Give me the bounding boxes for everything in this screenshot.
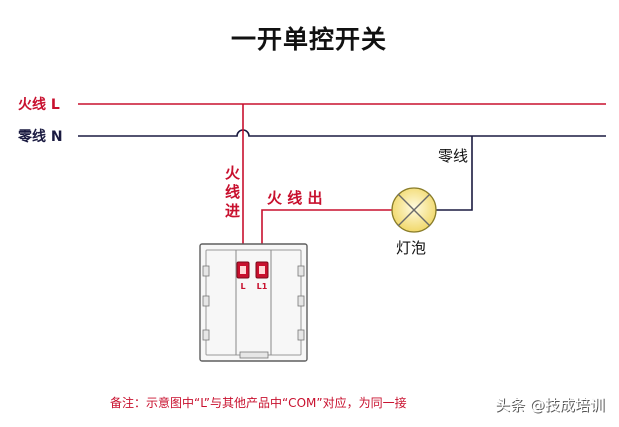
diagram-note: 备注：示意图中“L”与其他产品中“COM”对应，为同一接 [110,395,407,410]
diagram-title: 一开单控开关 [231,25,387,54]
neutral-line-label: 零线 N [17,128,63,145]
terminal-l-label: L [240,282,245,291]
watermark-shadow: 头条 @技成培训 [496,397,606,415]
lamp-label: 灯泡 [396,239,426,257]
terminal-l1-label: L1 [257,282,268,291]
switch-body [199,243,308,362]
live-in-label-1: 火 [225,164,241,182]
live-line-label: 火线 L [18,96,60,113]
neutral-lamp-wire [436,136,473,211]
neutral-line [78,129,606,137]
watermark: 头条 @技成培训 [495,396,605,414]
lamp-bulb-icon [391,187,437,233]
neutral-lamp-label: 零线 [438,147,468,165]
terminal-l [236,261,250,279]
terminal-l1 [255,261,269,279]
live-out-label: 火 线 出 [267,189,322,207]
live-in-label-2: 线 [225,183,240,201]
live-in-label-3: 进 [225,202,240,220]
